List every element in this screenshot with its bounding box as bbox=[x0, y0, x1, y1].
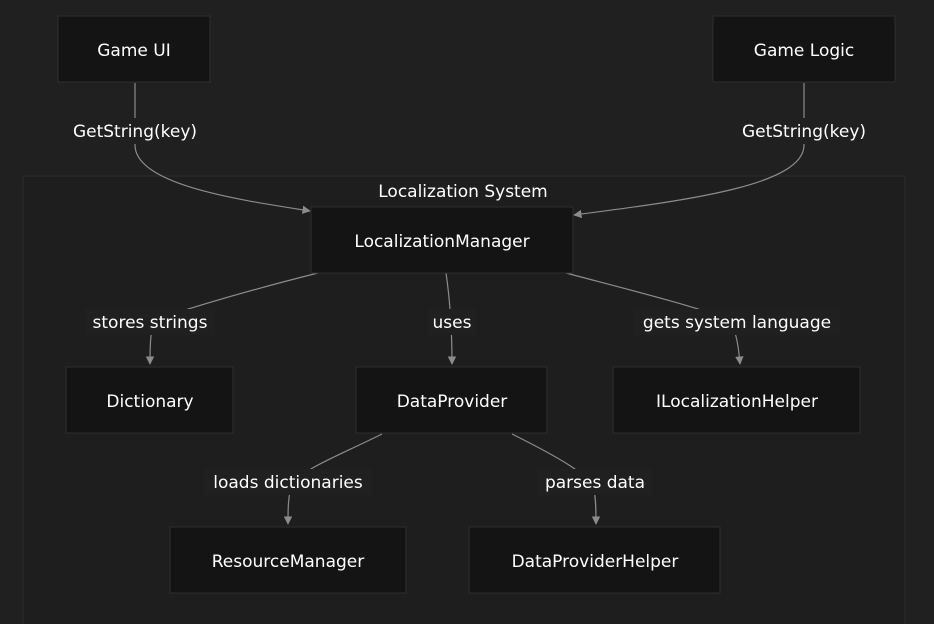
svg-text:LocalizationManager: LocalizationManager bbox=[354, 232, 529, 252]
svg-text:DataProviderHelper: DataProviderHelper bbox=[512, 552, 679, 572]
node-game-logic: Game Logic bbox=[712, 15, 896, 83]
edge-logic-to-manager bbox=[573, 83, 805, 219]
edge-ui-to-manager bbox=[134, 83, 311, 214]
edge-label-manager-to-dictionary: stores strings bbox=[85, 309, 215, 335]
edge-label-manager-to-helper: gets system language bbox=[634, 309, 840, 335]
svg-text:Game Logic: Game Logic bbox=[754, 41, 854, 61]
svg-text:uses: uses bbox=[433, 313, 472, 333]
node-dictionary: Dictionary bbox=[65, 366, 234, 434]
svg-text:gets system language: gets system language bbox=[643, 313, 831, 333]
svg-text:GetString(key): GetString(key) bbox=[73, 122, 197, 142]
node-game-ui: Game UI bbox=[57, 15, 211, 83]
svg-text:GetString(key): GetString(key) bbox=[742, 122, 866, 142]
node-resource-manager: ResourceManager bbox=[169, 526, 407, 594]
edge-label-dataprovider-to-helper: parses data bbox=[538, 469, 652, 495]
edge-label-dataprovider-to-resource: loads dictionaries bbox=[204, 469, 372, 495]
edge-label-ui-to-manager: GetString(key) bbox=[66, 118, 204, 144]
svg-text:loads dictionaries: loads dictionaries bbox=[213, 473, 363, 493]
svg-text:Dictionary: Dictionary bbox=[106, 392, 193, 412]
svg-text:Game UI: Game UI bbox=[97, 41, 170, 61]
svg-text:ILocalizationHelper: ILocalizationHelper bbox=[656, 392, 818, 412]
node-data-provider: DataProvider bbox=[355, 366, 548, 434]
node-ilocalization-helper: ILocalizationHelper bbox=[612, 366, 861, 434]
svg-text:stores strings: stores strings bbox=[93, 313, 208, 333]
edge-label-logic-to-manager: GetString(key) bbox=[735, 118, 873, 144]
svg-text:DataProvider: DataProvider bbox=[397, 392, 508, 412]
cluster-title: Localization System bbox=[378, 182, 548, 202]
svg-text:ResourceManager: ResourceManager bbox=[212, 552, 364, 572]
node-localization-manager: LocalizationManager bbox=[310, 206, 574, 274]
node-data-provider-helper: DataProviderHelper bbox=[468, 526, 721, 594]
svg-text:parses data: parses data bbox=[545, 473, 645, 493]
edge-label-manager-to-dataprovider: uses bbox=[428, 309, 476, 335]
